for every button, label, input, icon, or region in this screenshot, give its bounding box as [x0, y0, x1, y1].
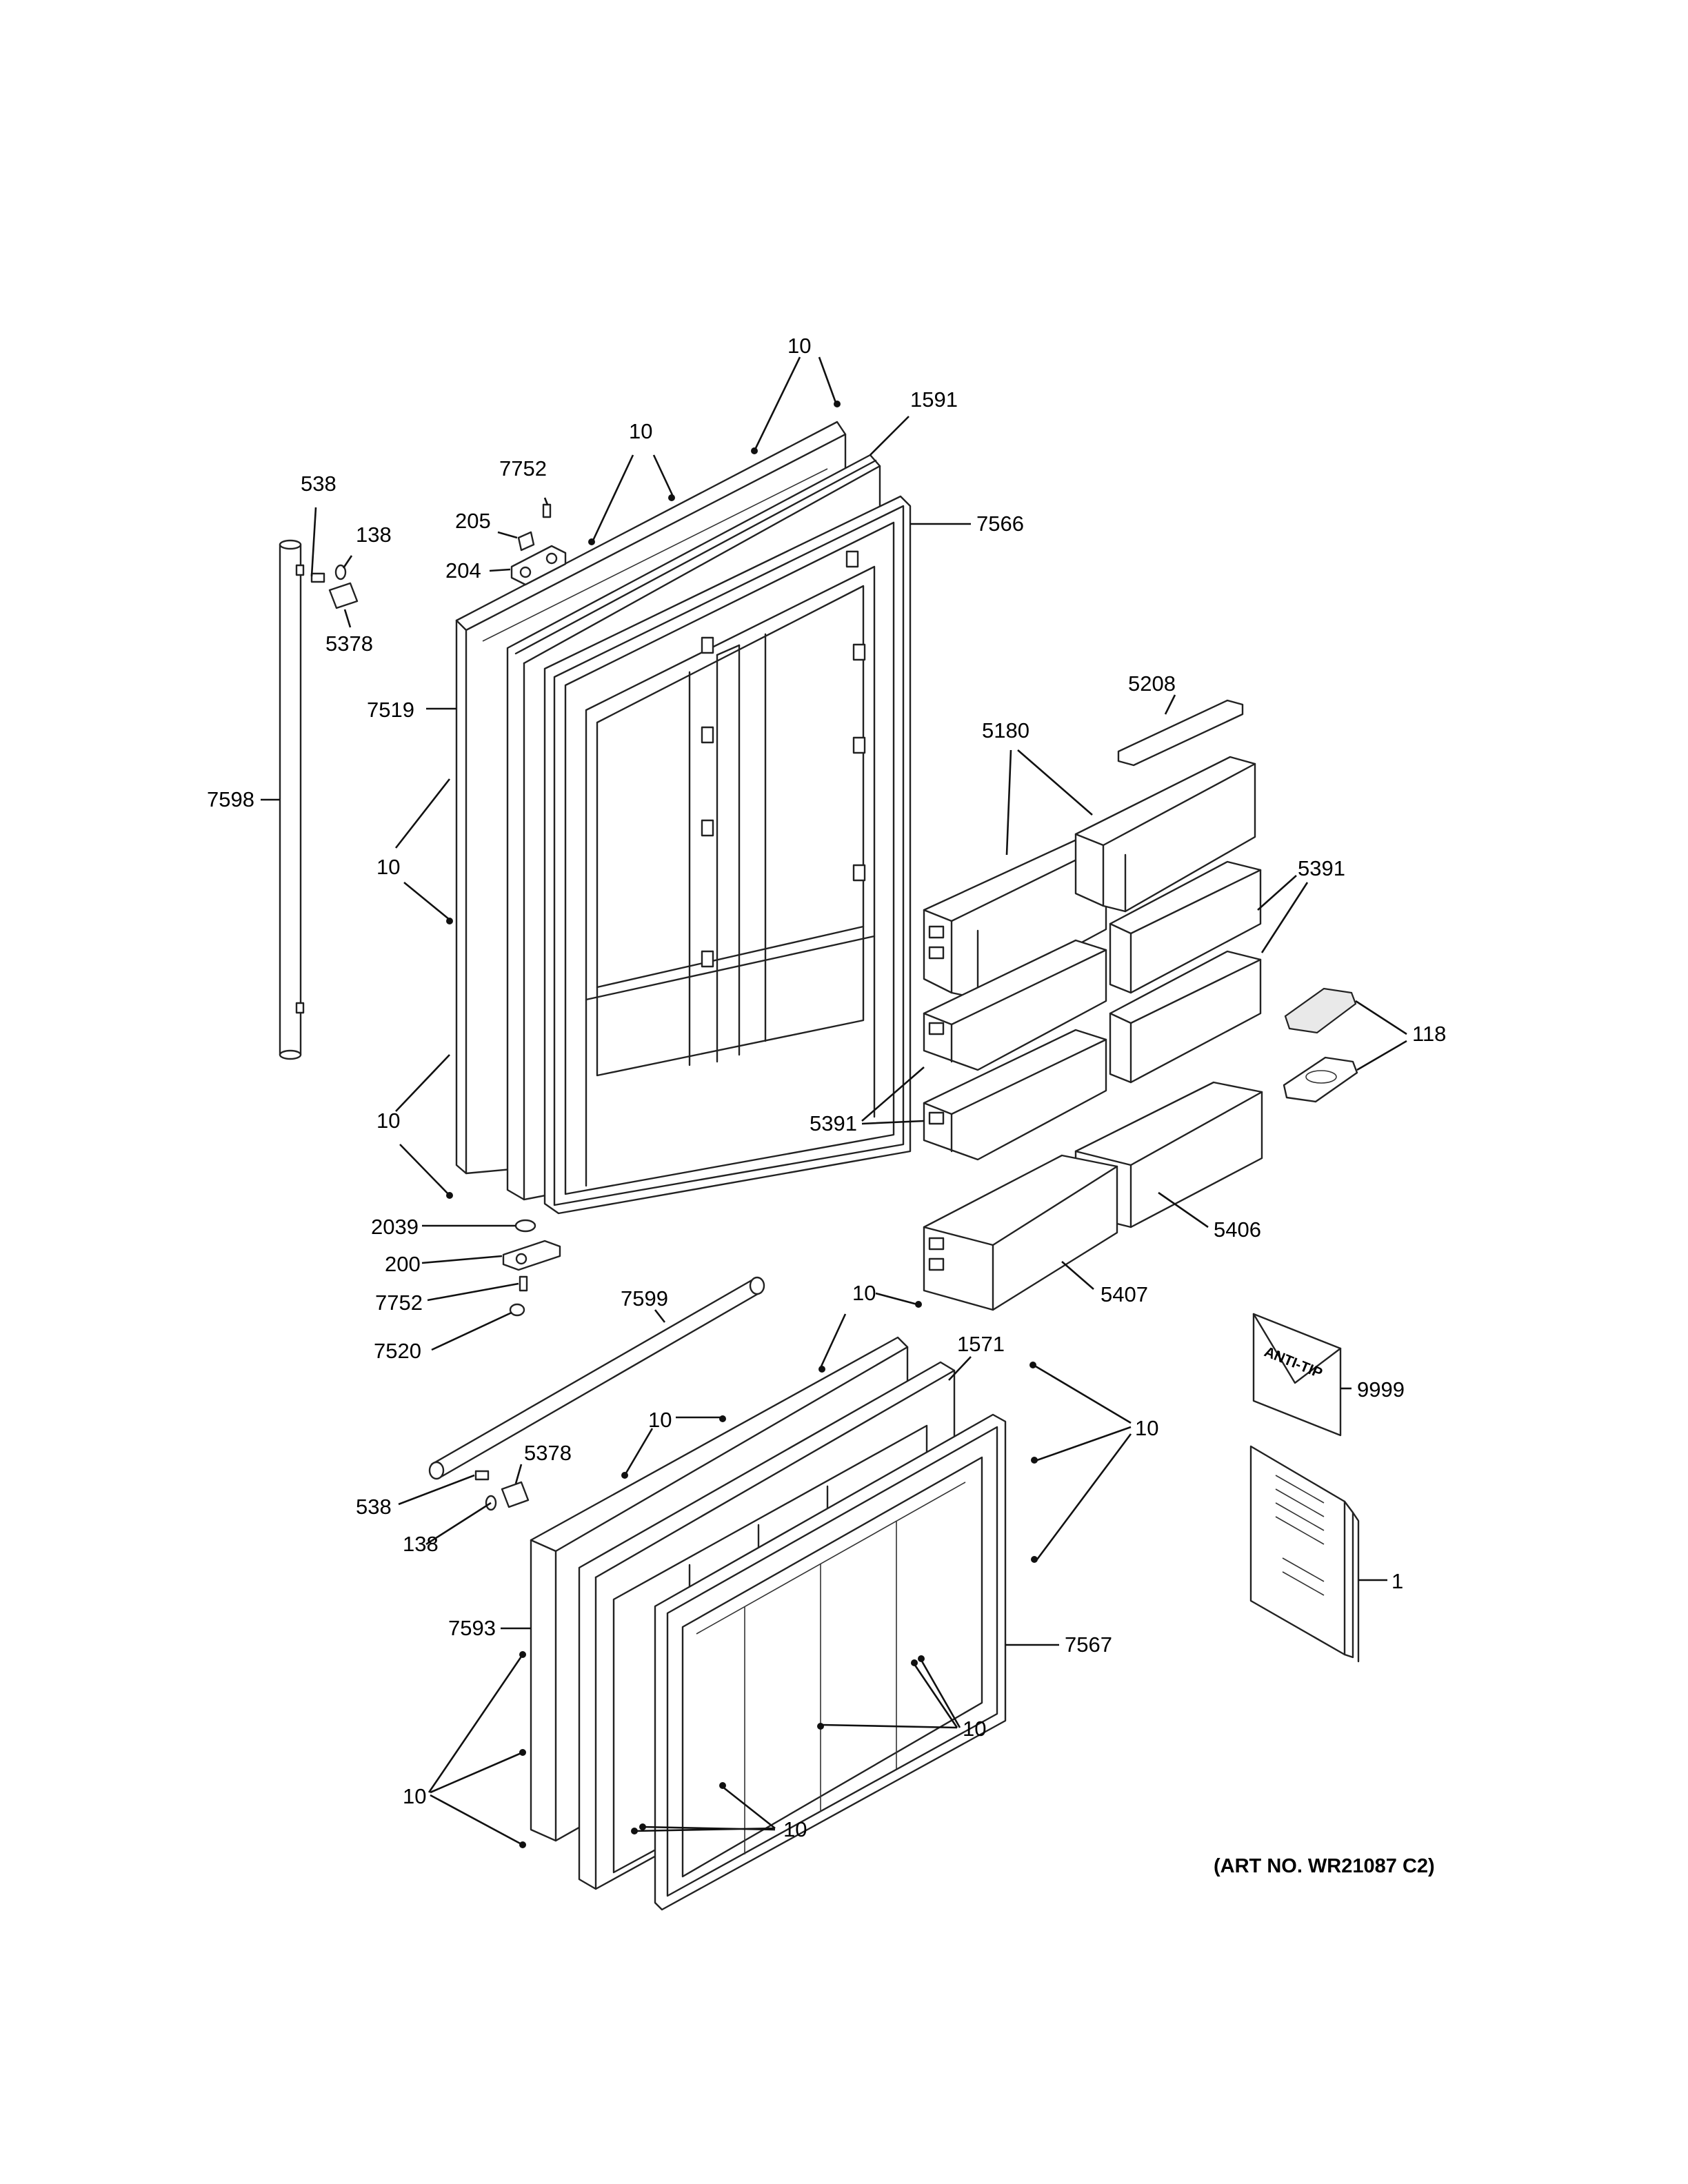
shelf-retainer-tabs: [701, 550, 866, 968]
label-7566: 7566: [976, 512, 1024, 536]
label-7752-top: 7752: [499, 456, 547, 481]
label-538-bottom: 538: [356, 1495, 392, 1519]
art-number: (ART NO. WR21087 C2): [1214, 1855, 1435, 1877]
fresh-food-door-assembly: [455, 421, 912, 1215]
label-200: 200: [385, 1252, 421, 1276]
hinge-bushing-lower: [474, 1470, 530, 1511]
label-10-freezer-left: 10: [403, 1784, 426, 1808]
anti-tip-envelope: [1252, 1313, 1342, 1437]
label-10-door-top: 10: [629, 419, 652, 443]
top-hinge: [510, 503, 567, 586]
label-538-top: 538: [301, 472, 336, 496]
label-10-freezer-top: 10: [852, 1281, 876, 1305]
part-labels: 10 1591 10 7752 538 138 205 204 7566 537…: [207, 334, 1446, 1877]
label-1571: 1571: [957, 1332, 1005, 1356]
part-118: [1283, 987, 1358, 1103]
label-5208: 5208: [1128, 671, 1176, 696]
label-7593: 7593: [448, 1616, 496, 1640]
hinge-bushing-upper: [310, 564, 359, 609]
label-9999: 9999: [1357, 1377, 1405, 1402]
label-204: 204: [445, 558, 481, 583]
label-10-freezer-right: 10: [1135, 1416, 1158, 1440]
label-5180: 5180: [982, 718, 1029, 742]
label-10-door-lower: 10: [376, 1109, 400, 1133]
label-1591: 1591: [910, 387, 958, 412]
label-138-top: 138: [356, 523, 392, 547]
label-7519: 7519: [367, 698, 414, 722]
label-1: 1: [1391, 1569, 1403, 1593]
freezer-door-assembly: [428, 1276, 1007, 1911]
label-7599: 7599: [621, 1286, 668, 1311]
label-5407: 5407: [1101, 1282, 1148, 1306]
label-118: 118: [1412, 1022, 1446, 1046]
bottom-hinge: [502, 1219, 561, 1317]
label-5391-right: 5391: [1298, 856, 1345, 880]
label-10-gasket-mid: 10: [963, 1717, 986, 1741]
label-7752-bottom: 7752: [375, 1291, 423, 1315]
leader-lines: [261, 356, 1407, 1846]
label-7520: 7520: [374, 1339, 421, 1363]
label-10-top: 10: [787, 334, 811, 358]
label-5406: 5406: [1214, 1217, 1261, 1242]
label-5391-left: 5391: [810, 1111, 857, 1135]
label-5378-top: 5378: [325, 631, 373, 656]
label-2039: 2039: [371, 1215, 419, 1239]
label-205: 205: [455, 509, 491, 533]
label-10-freezer-mid: 10: [648, 1408, 672, 1432]
label-10-gasket-bottom: 10: [783, 1817, 807, 1841]
door-bins: [923, 699, 1263, 1311]
literature-booklet: [1249, 1445, 1360, 1663]
hinge-rod-7598: [279, 539, 305, 1060]
label-10-door-upper: 10: [376, 855, 400, 879]
label-7598: 7598: [207, 787, 254, 811]
label-138-bottom: 138: [403, 1532, 439, 1556]
label-7567: 7567: [1065, 1632, 1112, 1657]
label-5378-bottom: 5378: [524, 1441, 572, 1465]
